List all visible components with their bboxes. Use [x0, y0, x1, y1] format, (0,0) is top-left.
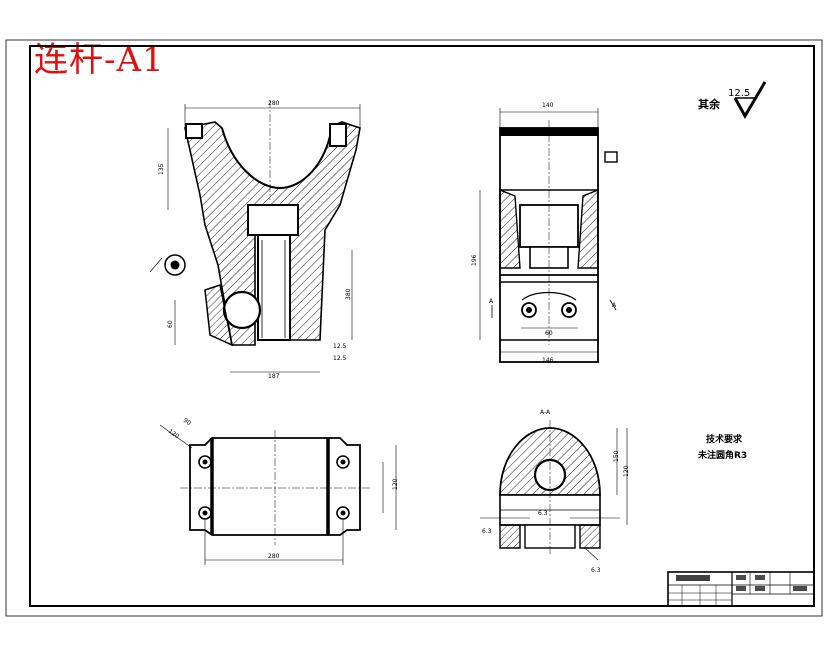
section-mark-left: A	[489, 298, 494, 305]
roughness-label-1: 6.3	[482, 528, 492, 535]
front-view	[149, 100, 361, 373]
dim-front-left-small: 60	[167, 320, 174, 328]
dim-side-inner: 60	[545, 330, 553, 337]
dim-side-bottom: 146	[542, 357, 554, 364]
side-view	[479, 108, 618, 363]
roughness-value: 12.5	[728, 88, 750, 99]
dim-side-left: 196	[471, 254, 478, 266]
plan-view	[159, 424, 397, 565]
roughness-label-3: 6.3	[538, 510, 548, 517]
inner-border	[29, 45, 815, 607]
dim-front-left: 135	[158, 163, 165, 175]
outer-border	[5, 39, 823, 617]
roughness-label-4: 12.5	[333, 343, 347, 350]
dim-section-right2: 120	[623, 465, 630, 477]
dim-side-top: 140	[542, 102, 554, 109]
tech-req-title: 技术要求	[706, 433, 743, 445]
dim-section-right: 150	[613, 450, 620, 462]
dim-front-bottom: 187	[268, 373, 280, 380]
roughness-check-icon	[733, 81, 767, 120]
dim-front-bottom2: 12.5	[333, 355, 347, 362]
surface-note: 其余	[698, 97, 721, 111]
section-mark-right: A	[612, 302, 617, 309]
tech-req-text: 未注圆角R3	[697, 449, 747, 461]
dim-front-top: 280	[268, 100, 280, 107]
section-title: A-A	[540, 409, 551, 416]
dim-plan-tag: 90	[182, 417, 192, 427]
dim-plan-bottom: 280	[268, 553, 280, 560]
roughness-label-2: 6.3	[591, 567, 601, 574]
dim-front-right: 380	[345, 288, 352, 300]
title-block	[667, 571, 815, 607]
section-view	[480, 420, 628, 561]
dim-plan-right: 120	[392, 478, 399, 490]
